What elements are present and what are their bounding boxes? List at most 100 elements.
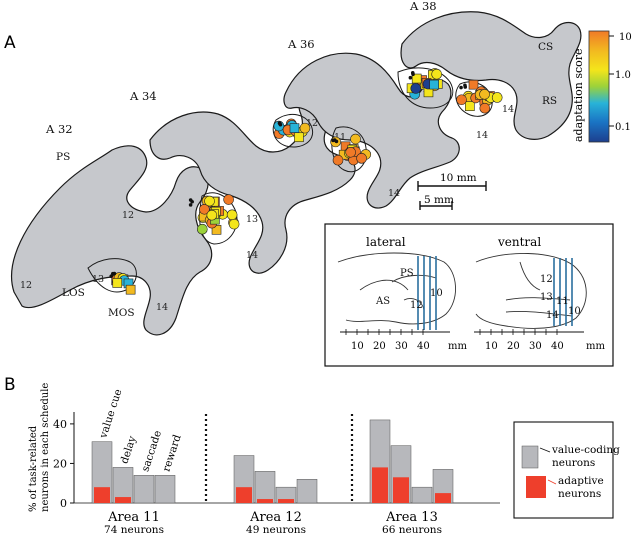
- recording-site-circle: [204, 195, 215, 207]
- colorbar-tick-label: 0.1: [615, 122, 631, 133]
- bar-adaptive: [115, 497, 131, 503]
- legend-swatch-value-coding: [521, 445, 539, 469]
- inset-axis-unit: mm: [448, 341, 467, 352]
- y-axis-title: % of task-related neurons in each schedu…: [28, 383, 51, 512]
- recording-site-dot: [278, 122, 283, 127]
- recording-site-square: [112, 278, 123, 288]
- recording-site-dot: [459, 85, 463, 90]
- recording-site-markers: [109, 68, 503, 295]
- sulcus-label: MOS: [108, 307, 135, 319]
- bar-adaptive: [236, 487, 252, 503]
- category-label: reward: [160, 433, 183, 473]
- scale-bar: [417, 181, 487, 210]
- neuron-count-label: 49 neurons: [246, 524, 306, 535]
- recording-site-dot: [188, 203, 193, 207]
- category-label: saccade: [139, 429, 164, 473]
- inset-lateral-label: PS: [400, 268, 414, 279]
- legend-label-value-coding: value-coding neurons: [551, 444, 623, 469]
- y-axis-title-line-1: % of task-related: [28, 425, 39, 512]
- inset-tick-label: 30: [395, 341, 408, 352]
- inset-ventral-label: 10: [568, 306, 581, 317]
- recording-site-dot: [334, 139, 339, 144]
- area-label: 12: [20, 280, 32, 291]
- inset-ventral-label: 13: [540, 292, 553, 303]
- bar-adaptive: [94, 487, 110, 503]
- inset-ventral-label: 14: [546, 310, 559, 321]
- inset-lateral-label: AS: [375, 296, 390, 307]
- legend-swatch-adaptive: [526, 476, 546, 498]
- area-label: 12: [122, 210, 134, 221]
- sulcus-label: LOS: [62, 287, 85, 299]
- inset-tick-label: 30: [529, 341, 542, 352]
- y-tick-label: 20: [53, 457, 67, 470]
- legend-adaptive-line-2: neurons: [558, 488, 601, 500]
- recording-site-circle: [197, 223, 208, 235]
- recording-site-circle: [350, 133, 361, 145]
- legend-value-coding-line-2: neurons: [552, 457, 595, 469]
- recording-site-circle: [410, 83, 422, 94]
- sulcus-label: RS: [542, 95, 557, 107]
- recording-site-circle: [226, 209, 238, 221]
- area-label: 12: [306, 118, 318, 129]
- area-name-label: Area 11: [107, 510, 160, 525]
- bar-adaptive: [435, 493, 451, 503]
- area-name-label: Area 12: [249, 510, 302, 525]
- section-a38: [400, 11, 582, 140]
- recording-site-square: [411, 73, 422, 84]
- colorbar: [588, 30, 610, 143]
- recording-site-dot: [410, 71, 415, 75]
- section-label: A 38: [409, 0, 437, 13]
- legend-adaptive-line-1: adaptive: [558, 475, 604, 487]
- area-label: 14: [502, 104, 514, 115]
- recording-site-circle: [332, 154, 344, 166]
- neuron-count-label: 66 neurons: [382, 524, 442, 535]
- colorbar-tick-label: 1.0: [615, 70, 631, 81]
- recording-site-square: [465, 101, 475, 111]
- inset-lateral-label: 12: [410, 300, 423, 311]
- inset-tick-label: 40: [551, 341, 564, 352]
- recording-site-circle: [356, 153, 367, 164]
- bar-adaptive: [372, 467, 388, 503]
- y-tick-label: 40: [53, 418, 67, 431]
- inset-lateral-label: 10: [430, 288, 443, 299]
- area-label: 13: [246, 214, 258, 225]
- recording-site-circle: [345, 146, 356, 158]
- recording-site-dot: [111, 271, 115, 276]
- recording-site-dot: [331, 138, 335, 143]
- inset-tick-label: 10: [351, 341, 364, 352]
- bar-value-coding: [296, 479, 318, 504]
- area-label: 14: [476, 130, 488, 141]
- legend-value-coding-line-1: value-coding: [551, 444, 620, 456]
- recording-site-circle: [479, 102, 491, 114]
- recording-site-circle: [456, 94, 467, 106]
- scale-bar-long-label: 10 mm: [440, 172, 477, 184]
- recording-site-circle: [491, 92, 503, 103]
- inset-lateral-tracks: [417, 256, 437, 330]
- recording-site-circle: [299, 122, 311, 134]
- area-label: 13: [92, 274, 104, 285]
- category-label: delay: [118, 434, 138, 465]
- sulcus-label: CS: [538, 41, 553, 53]
- recording-site-circle: [228, 218, 240, 230]
- recording-site-square: [294, 132, 304, 143]
- bar-value-coding: [133, 475, 155, 504]
- recording-site-square: [289, 123, 300, 133]
- bar-value-coding: [254, 471, 276, 504]
- y-axis-title-line-2: neurons in each schedule: [40, 383, 51, 512]
- brain-sections: [10, 11, 582, 336]
- section-label-group: A 32 A 34 A 36 A 38: [45, 0, 437, 136]
- legend-label-adaptive: adaptive neurons: [558, 475, 607, 500]
- recording-site-square: [125, 284, 136, 295]
- sulcus-outlines: [87, 67, 493, 293]
- neuron-count-label: 74 neurons: [104, 524, 164, 535]
- colorbar-tick-label: 10: [619, 32, 632, 43]
- inset-tick-label: 20: [373, 341, 386, 352]
- inset-box: [324, 223, 614, 367]
- inset-ventral-label: 11: [556, 296, 569, 307]
- bar-adaptive: [278, 499, 294, 503]
- recording-site-circle: [479, 88, 490, 100]
- section-label: A 34: [129, 89, 157, 103]
